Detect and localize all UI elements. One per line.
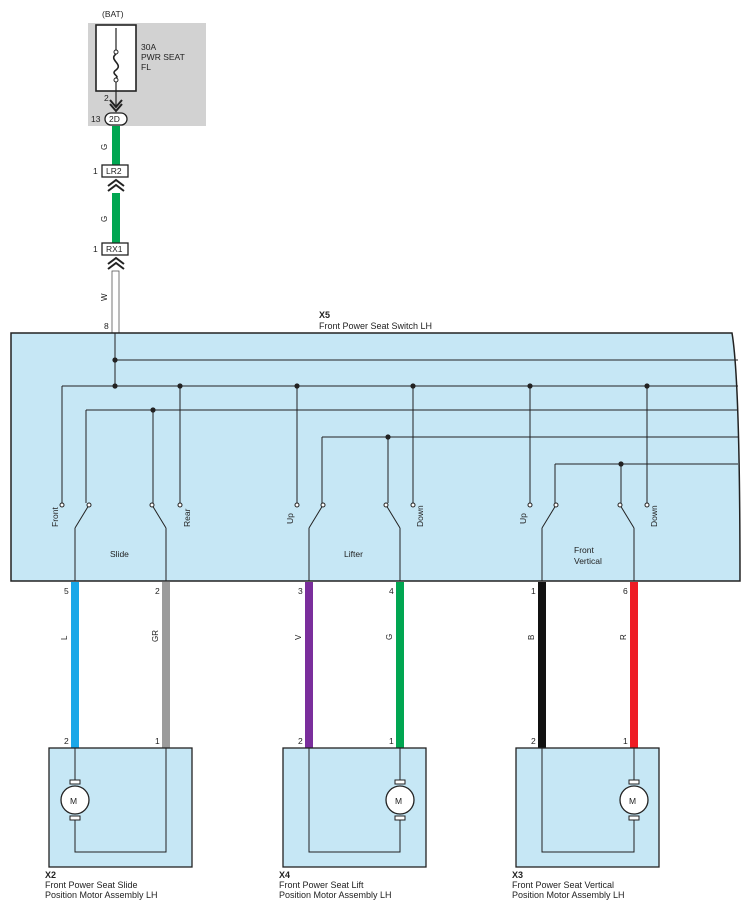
vertical-down-label: Down [649, 505, 659, 527]
fuse-name-line1: PWR SEAT [141, 52, 185, 62]
wire-slide-l [71, 582, 79, 748]
junction-rx1-pin: 1 [93, 244, 98, 254]
lifter-down-label: Down [415, 505, 425, 527]
wire-vertical-r-switch-pin: 6 [623, 586, 628, 596]
wire-lift-g-switch-pin: 4 [389, 586, 394, 596]
group-vertical-name-line1: Front [574, 545, 594, 555]
motor-lift-pin-2: 2 [298, 736, 303, 746]
slide-rear-label: Rear [182, 508, 192, 527]
connector-2d-shape [104, 112, 128, 126]
feed-wire-2-code: G [100, 216, 109, 222]
wire-lift-g-code: G [385, 634, 394, 640]
wire-slide-gr [162, 582, 170, 748]
lifter-up-label: Up [285, 513, 295, 524]
wire-slide-l-switch-pin: 5 [64, 586, 69, 596]
wire-vertical-b-code: B [527, 635, 536, 640]
junction-rx1-id: RX1 [106, 244, 123, 254]
motor-lift-name-line1: Front Power Seat Lift [279, 880, 364, 890]
motor-lift [282, 747, 427, 868]
switch-body [10, 332, 741, 582]
vertical-up-label: Up [518, 513, 528, 524]
motor-vertical [515, 747, 660, 868]
junction-rx1 [101, 242, 129, 256]
motor-vertical-pin-2: 2 [531, 736, 536, 746]
fuse-rating: 30A [141, 42, 156, 52]
wire-vertical-b [538, 582, 546, 748]
wire-lift-v-code: V [294, 634, 303, 640]
motor-slide [48, 747, 193, 868]
group-slide-name: Slide [110, 549, 129, 559]
motor-slide-pin-2: 2 [64, 736, 69, 746]
motor-slide-m-icon: M [70, 796, 77, 806]
switch-name: Front Power Seat Switch LH [319, 321, 432, 331]
motor-lift-name-line2: Position Motor Assembly LH [279, 890, 392, 900]
switch-nodes [112, 357, 650, 467]
wire-vertical-r-code: R [619, 634, 628, 640]
wire-vertical-b-switch-pin: 1 [531, 586, 536, 596]
wire-lift-v [305, 582, 313, 748]
motor-lift-m-icon: M [395, 796, 402, 806]
motor-vertical-code: X3 [512, 870, 523, 880]
motor-lift-pin-1: 1 [389, 736, 394, 746]
group-vertical-name-line2: Vertical [574, 556, 602, 566]
switch-power-pin: 8 [104, 321, 109, 331]
junction-lr2-pin: 1 [93, 166, 98, 176]
junction-rx1-chevron-icon [107, 256, 125, 270]
wire-slide-gr-code: GR [151, 630, 160, 642]
feed-wire-3-code: W [100, 293, 109, 301]
connector-2d-id: 2D [109, 114, 120, 124]
slide-front-label: Front [50, 507, 60, 527]
feed-wire-1-code: G [100, 144, 109, 150]
motor-slide-code: X2 [45, 870, 56, 880]
fuse-pin-top: 2 [104, 93, 109, 103]
motor-vertical-name-line1: Front Power Seat Vertical [512, 880, 614, 890]
switch-code: X5 [319, 310, 330, 320]
motor-vertical-m-icon: M [629, 796, 636, 806]
wire-slide-l-code: L [60, 635, 69, 640]
motor-slide-name-line1: Front Power Seat Slide [45, 880, 138, 890]
wire-lift-v-switch-pin: 3 [298, 586, 303, 596]
fuse-icon [112, 28, 120, 106]
feed-wire-2 [112, 193, 120, 243]
wire-lift-g [396, 582, 404, 748]
wire-vertical-r [630, 582, 638, 748]
motor-lift-code: X4 [279, 870, 290, 880]
motor-slide-pin-1: 1 [155, 736, 160, 746]
feed-wire-3 [111, 270, 120, 334]
group-lifter-name: Lifter [344, 549, 363, 559]
feed-wire-1 [112, 126, 120, 166]
connector-chevron-icon [109, 99, 123, 113]
wire-slide-gr-switch-pin: 2 [155, 586, 160, 596]
junction-lr2 [101, 164, 129, 178]
junction-lr2-chevron-icon [107, 178, 125, 192]
connector-2d-pin: 13 [91, 114, 101, 124]
junction-lr2-id: LR2 [106, 166, 122, 176]
motor-slide-name-line2: Position Motor Assembly LH [45, 890, 158, 900]
motor-vertical-name-line2: Position Motor Assembly LH [512, 890, 625, 900]
motor-vertical-pin-1: 1 [623, 736, 628, 746]
battery-label: (BAT) [102, 9, 124, 19]
switch-contacts [59, 502, 650, 508]
switch-internal-circuit [61, 333, 738, 581]
fuse-name-line2: FL [141, 62, 151, 72]
